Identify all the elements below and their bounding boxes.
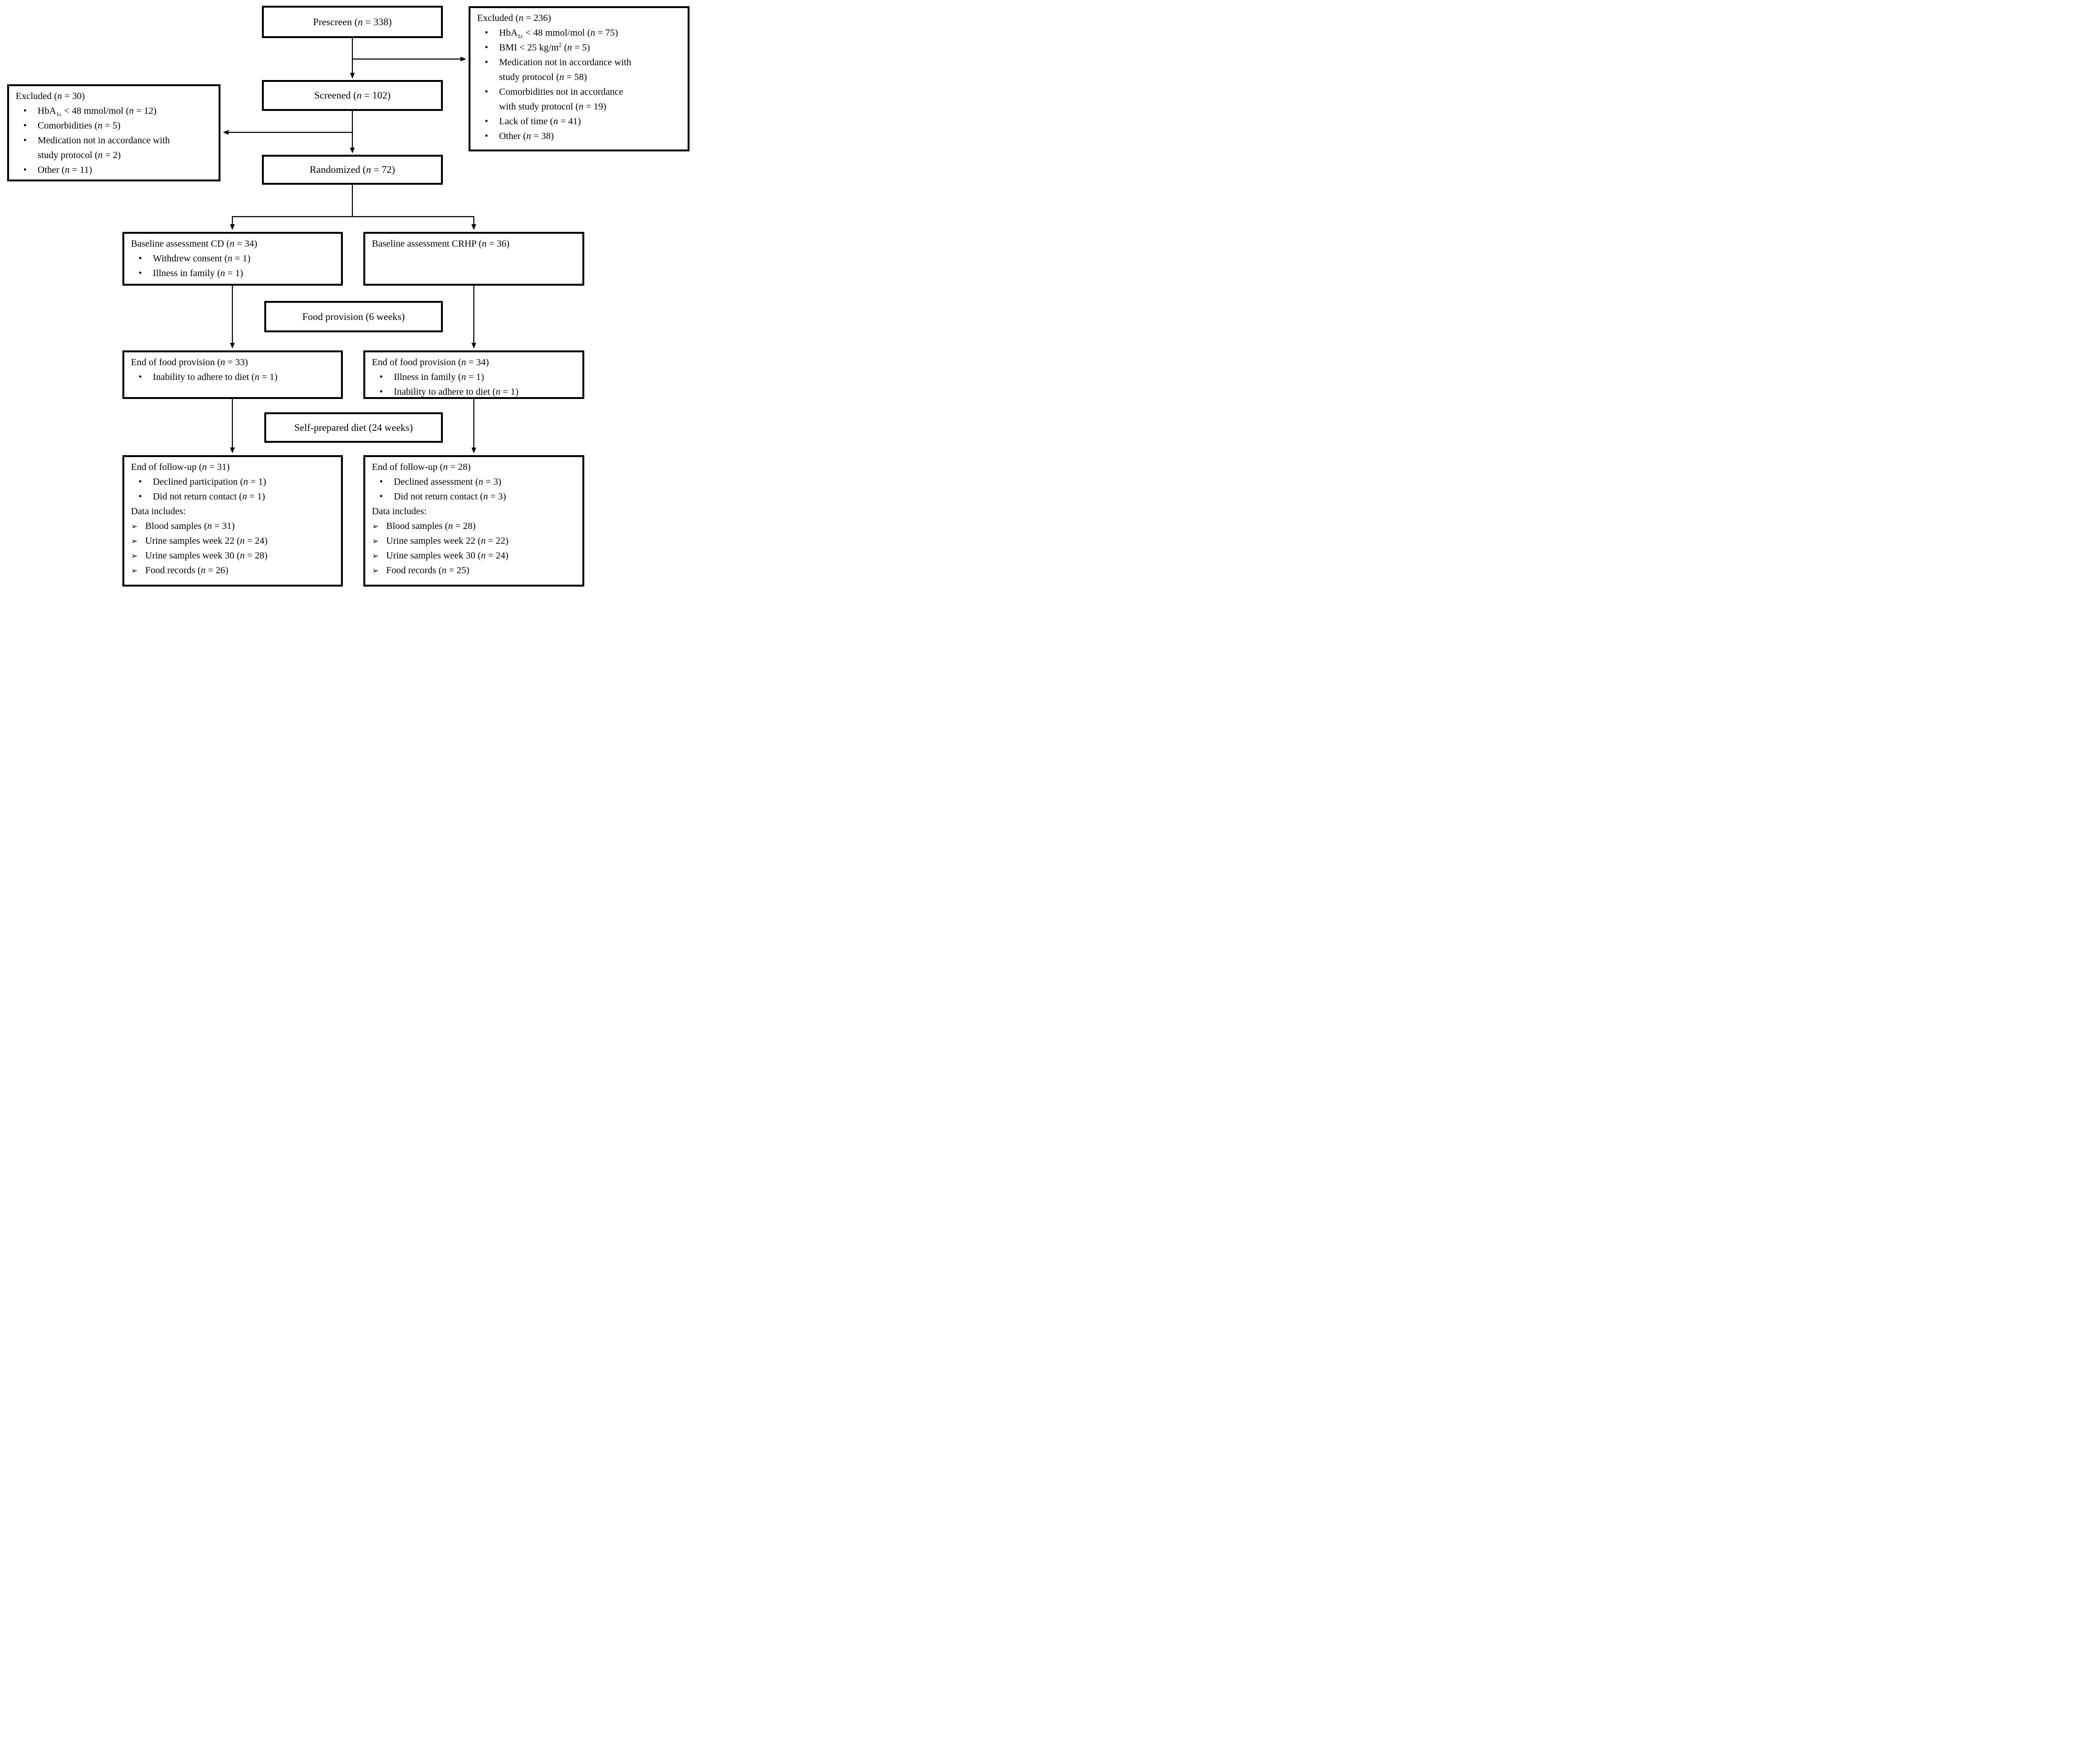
list-item: HbA1c < 48 mmol/mol (n = 75) <box>477 26 636 40</box>
list-item: Other (n = 11) <box>16 163 175 178</box>
box-title: Excluded (n = 30) <box>16 91 85 101</box>
list-item: Declined assessment (n = 3) <box>372 475 576 489</box>
list-item: Lack of time (n = 41) <box>477 114 636 129</box>
list-item: Urine samples week 22 (n = 22) <box>372 534 576 549</box>
list-item: Blood samples (n = 31) <box>131 519 334 534</box>
box-title: End of food provision (n = 33) <box>131 357 248 368</box>
list-item: BMI < 25 kg/m2 (n = 5) <box>477 40 636 55</box>
box-food-provision: Food provision (6 weeks) <box>264 301 443 332</box>
box-followup-crhp: End of follow-up (n = 28) Declined asses… <box>363 455 584 587</box>
box-title: Food provision (6 weeks) <box>302 310 405 322</box>
box-baseline-crhp: Baseline assessment CRHP (n = 36) <box>363 232 584 286</box>
box-title: End of follow-up (n = 28) <box>372 462 471 472</box>
list-item: Declined participation (n = 1) <box>131 475 334 489</box>
box-excluded-prescreen: Excluded (n = 236) HbA1c < 48 mmol/mol (… <box>469 6 690 151</box>
list-item: Did not return contact (n = 1) <box>131 489 334 504</box>
list-item: Medication not in accordance with study … <box>477 55 636 85</box>
box-title: Baseline assessment CRHP (n = 36) <box>372 239 510 249</box>
box-excluded-screening: Excluded (n = 30) HbA1c < 48 mmol/mol (n… <box>7 84 220 181</box>
box-title: Randomized (n = 72) <box>310 164 395 175</box>
list-item: Illness in family (n = 1) <box>372 370 576 385</box>
bullet-list: HbA1c < 48 mmol/mol (n = 12)Comorbiditie… <box>16 104 212 178</box>
list-item: Comorbidities (n = 5) <box>16 119 175 133</box>
list-item: HbA1c < 48 mmol/mol (n = 12) <box>16 104 175 119</box>
list-item: Food records (n = 25) <box>372 563 576 578</box>
list-item: Other (n = 38) <box>477 129 636 144</box>
box-title: Prescreen (n = 338) <box>313 16 392 28</box>
box-title: End of food provision (n = 34) <box>372 357 489 368</box>
list-item: Food records (n = 26) <box>131 563 334 578</box>
bullet-list: Declined participation (n = 1)Did not re… <box>131 475 334 504</box>
box-end-food-cd: End of food provision (n = 33) Inability… <box>122 350 343 399</box>
list-item: Comorbidities not in accordance with stu… <box>477 85 636 114</box>
bullet-list: Declined assessment (n = 3)Did not retur… <box>372 475 576 504</box>
box-followup-cd: End of follow-up (n = 31) Declined parti… <box>122 455 343 587</box>
data-includes-label: Data includes: <box>372 506 427 517</box>
box-title: End of follow-up (n = 31) <box>131 462 230 472</box>
list-item: Medication not in accordance with study … <box>16 133 175 163</box>
list-item: Inability to adhere to diet (n = 1) <box>131 370 334 385</box>
box-end-food-crhp: End of food provision (n = 34) Illness i… <box>363 350 584 399</box>
connector-lines <box>223 38 476 453</box>
list-item: Illness in family (n = 1) <box>131 266 334 281</box>
list-item: Urine samples week 22 (n = 24) <box>131 534 334 549</box>
box-randomized: Randomized (n = 72) <box>262 155 443 185</box>
box-screened: Screened (n = 102) <box>262 80 443 111</box>
box-baseline-cd: Baseline assessment CD (n = 34) Withdrew… <box>122 232 343 286</box>
list-item: Blood samples (n = 28) <box>372 519 576 534</box>
arrow-list: Blood samples (n = 31)Urine samples week… <box>131 519 334 578</box>
list-item: Withdrew consent (n = 1) <box>131 251 334 266</box>
consort-flow-diagram: Prescreen (n = 338) Screened (n = 102) R… <box>0 0 697 588</box>
bullet-list: Withdrew consent (n = 1)Illness in famil… <box>131 251 334 281</box>
box-title: Baseline assessment CD (n = 34) <box>131 239 258 249</box>
list-item: Urine samples week 30 (n = 24) <box>372 548 576 564</box>
box-self-prepared-diet: Self-prepared diet (24 weeks) <box>264 412 443 443</box>
box-title: Self-prepared diet (24 weeks) <box>294 421 413 433</box>
bullet-list: HbA1c < 48 mmol/mol (n = 75)BMI < 25 kg/… <box>477 26 681 144</box>
list-item: Inability to adhere to diet (n = 1) <box>372 385 576 399</box>
box-title: Excluded (n = 236) <box>477 13 551 23</box>
box-prescreen: Prescreen (n = 338) <box>262 6 443 38</box>
bullet-list: Illness in family (n = 1)Inability to ad… <box>372 370 576 399</box>
list-item: Urine samples week 30 (n = 28) <box>131 548 334 564</box>
list-item: Did not return contact (n = 3) <box>372 489 576 504</box>
box-title: Screened (n = 102) <box>314 90 391 101</box>
bullet-list: Inability to adhere to diet (n = 1) <box>131 370 334 385</box>
data-includes-label: Data includes: <box>131 506 186 517</box>
arrow-list: Blood samples (n = 28)Urine samples week… <box>372 519 576 578</box>
